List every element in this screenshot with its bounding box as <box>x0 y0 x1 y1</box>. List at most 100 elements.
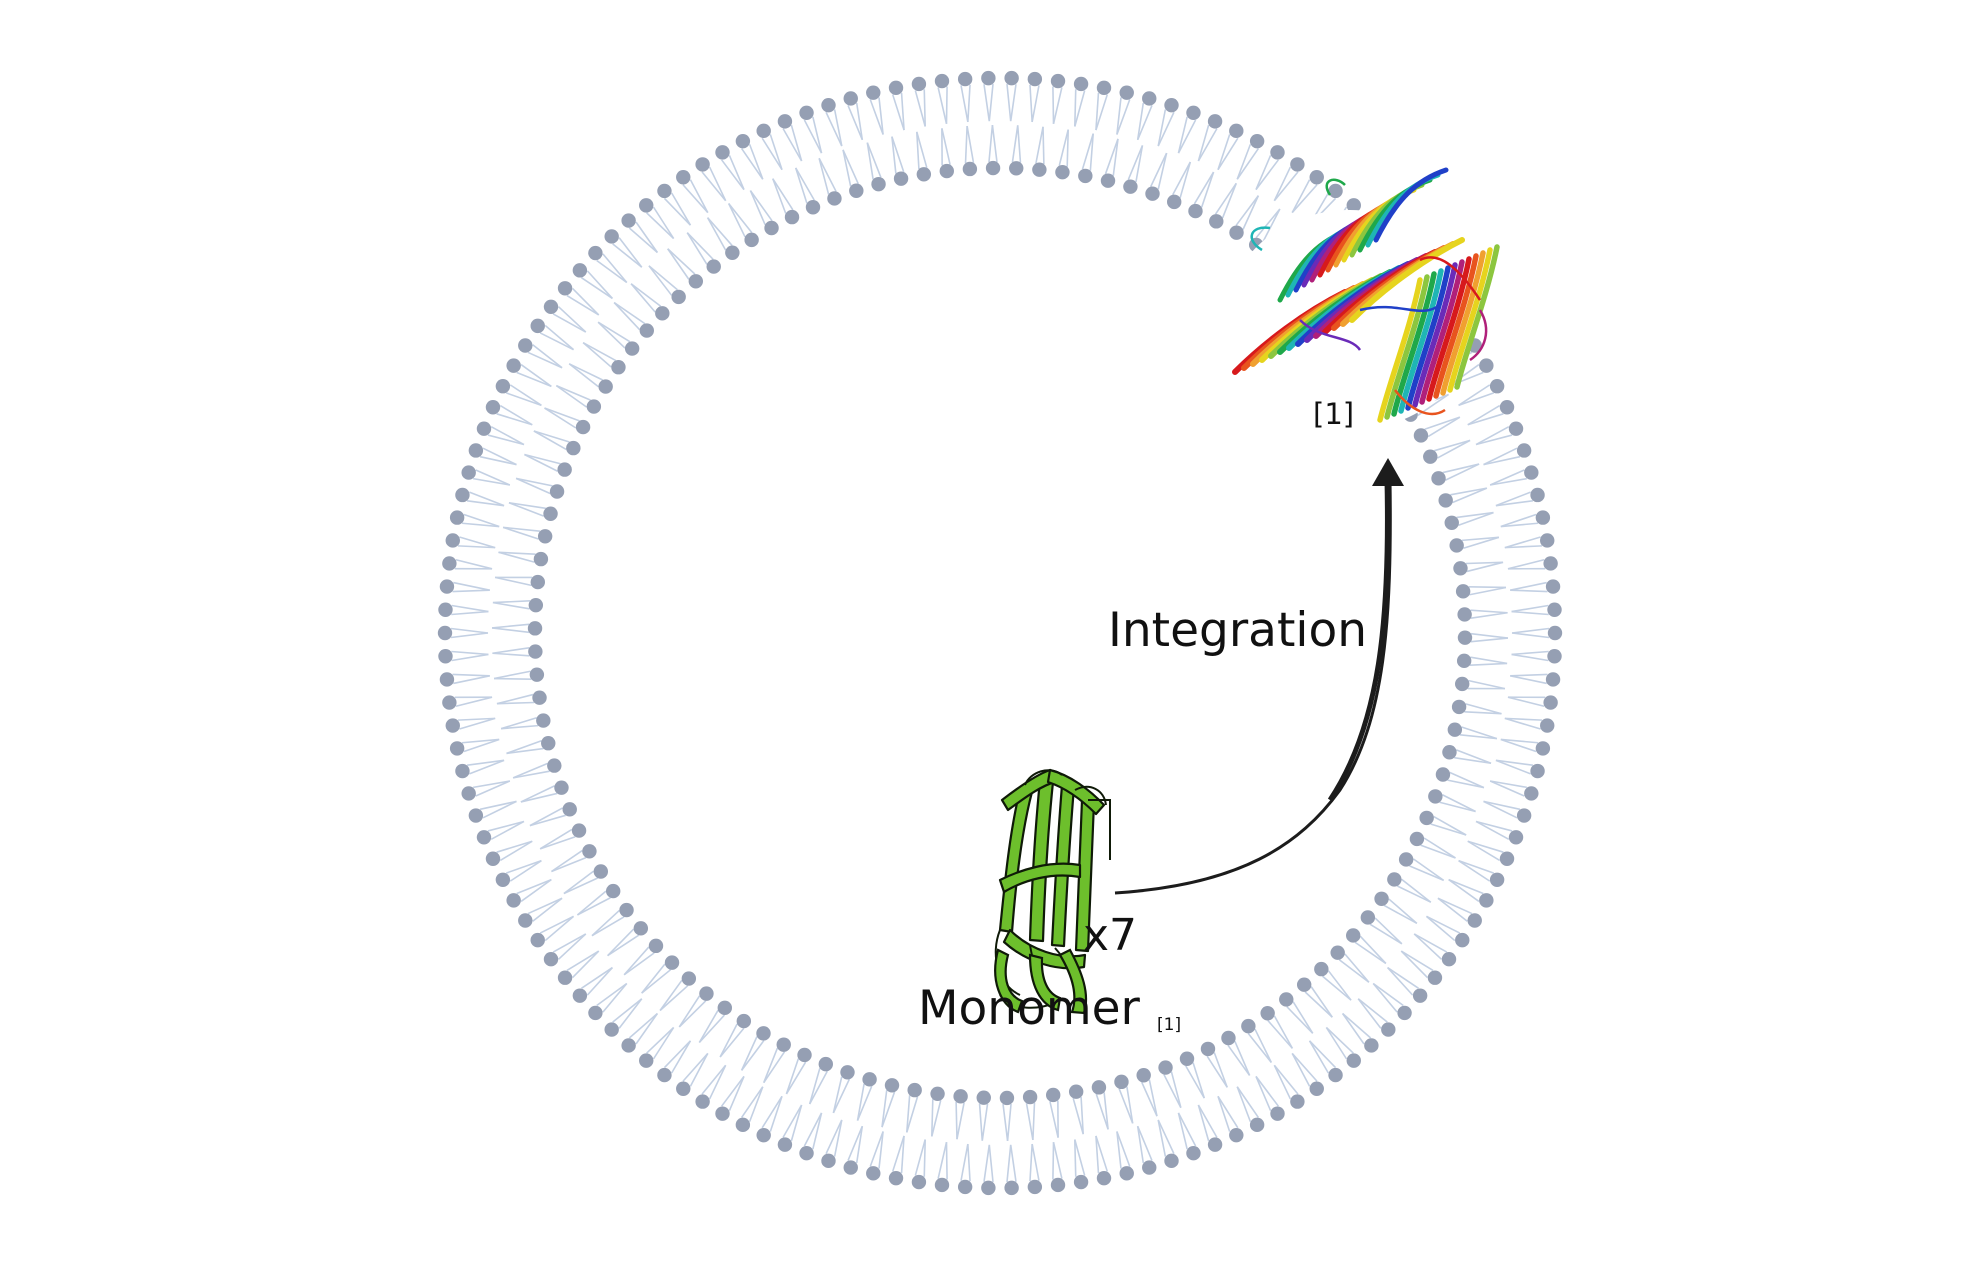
lipid-head <box>1290 1094 1304 1108</box>
lipid-head <box>611 360 625 374</box>
lipid-head <box>737 1014 751 1028</box>
lipid-head <box>1431 471 1445 485</box>
lipid-head <box>695 1094 709 1108</box>
lipid-head <box>806 200 820 214</box>
lipid-head <box>1201 1042 1215 1056</box>
lipid-head <box>506 358 520 372</box>
lipid-head <box>477 421 491 435</box>
lipid-head <box>849 184 863 198</box>
lipid-head <box>1142 1160 1156 1174</box>
lipid-head <box>1410 832 1424 846</box>
lipid-head <box>1051 1178 1065 1192</box>
lipid-head <box>621 1038 635 1052</box>
lipid-head <box>496 873 510 887</box>
lipid-head <box>1374 892 1388 906</box>
lipid-head <box>532 691 546 705</box>
lipid-head <box>657 1068 671 1082</box>
lipid-head <box>1445 516 1459 530</box>
lipid-head <box>1457 607 1471 621</box>
lipid-head <box>1069 1085 1083 1099</box>
lipid-head <box>486 400 500 414</box>
lipid-head <box>821 98 835 112</box>
lipid-head <box>1490 379 1504 393</box>
lipid-head <box>777 1037 791 1051</box>
lipid-head <box>1186 1146 1200 1160</box>
pore-reference: [1] <box>1313 397 1354 431</box>
lipid-head <box>1500 400 1514 414</box>
lipid-head <box>1455 677 1469 691</box>
lipid-tail <box>1053 87 1054 124</box>
lipid-head <box>671 290 685 304</box>
lipid-head <box>1028 1180 1042 1194</box>
lipid-head <box>528 644 542 658</box>
lipid-head <box>1479 893 1493 907</box>
lipid-head <box>1229 124 1243 138</box>
lipid-head <box>1328 1068 1342 1082</box>
lipid-head <box>573 988 587 1002</box>
lipid-head <box>1509 830 1523 844</box>
lipid-head <box>518 338 532 352</box>
lipid-tail <box>946 87 947 124</box>
lipid-head <box>844 1160 858 1174</box>
lipid-head <box>588 1006 602 1020</box>
lipid-head <box>1536 741 1550 755</box>
lipid-head <box>953 1089 967 1103</box>
lipid-head <box>736 1118 750 1132</box>
lipid-head <box>1142 91 1156 105</box>
lipid-head <box>534 552 548 566</box>
lipid-head <box>1530 764 1544 778</box>
lipid-head <box>715 145 729 159</box>
monomer-reference: [1] <box>1157 1015 1181 1035</box>
multiplier-label: x7 <box>1083 910 1137 961</box>
lipid-head <box>446 533 460 547</box>
lipid-head <box>469 443 483 457</box>
lipid-head <box>799 106 813 120</box>
lipid-head <box>1419 811 1433 825</box>
lipid-head <box>1453 561 1467 575</box>
lipid-head <box>1046 1088 1060 1102</box>
lipid-head <box>977 1091 991 1105</box>
lipid-head <box>469 808 483 822</box>
lipid-head <box>529 598 543 612</box>
lipid-head <box>531 575 545 589</box>
lipid-head <box>689 274 703 288</box>
lipid-head <box>1136 1068 1150 1082</box>
lipid-head <box>450 741 464 755</box>
lipid-head <box>544 300 558 314</box>
lipid-head <box>1004 1181 1018 1195</box>
lipid-head <box>1442 952 1456 966</box>
lipid-head <box>1524 465 1538 479</box>
lipid-head <box>1009 161 1023 175</box>
lipid-head <box>619 903 633 917</box>
lipid-head <box>1330 945 1344 959</box>
lipid-head <box>707 259 721 273</box>
lipid-head <box>558 971 572 985</box>
lipid-head <box>1479 358 1493 372</box>
lipid-head <box>778 114 792 128</box>
lipid-head <box>907 1083 921 1097</box>
lipid-head <box>917 167 931 181</box>
lipid-head <box>885 1078 899 1092</box>
lipid-head <box>530 667 544 681</box>
lipid-head <box>573 263 587 277</box>
lipid-head <box>1074 77 1088 91</box>
lipid-head <box>676 170 690 184</box>
lipid-head <box>756 1026 770 1040</box>
lipid-head <box>1180 1052 1194 1066</box>
lipid-head <box>438 649 452 663</box>
lipid-head <box>446 718 460 732</box>
lipid-head <box>797 1048 811 1062</box>
lipid-head <box>1055 165 1069 179</box>
lipid-head <box>1164 98 1178 112</box>
lipid-head <box>963 162 977 176</box>
lipid-head <box>604 1022 618 1036</box>
lipid-head <box>935 74 949 88</box>
lipid-head <box>1097 1171 1111 1185</box>
lipid-head <box>840 1065 854 1079</box>
lipid-head <box>1004 71 1018 85</box>
lipid-head <box>1167 195 1181 209</box>
lipid-head <box>655 306 669 320</box>
lipid-head <box>1270 1106 1284 1120</box>
lipid-head <box>1448 722 1462 736</box>
lipid-head <box>1364 1038 1378 1052</box>
